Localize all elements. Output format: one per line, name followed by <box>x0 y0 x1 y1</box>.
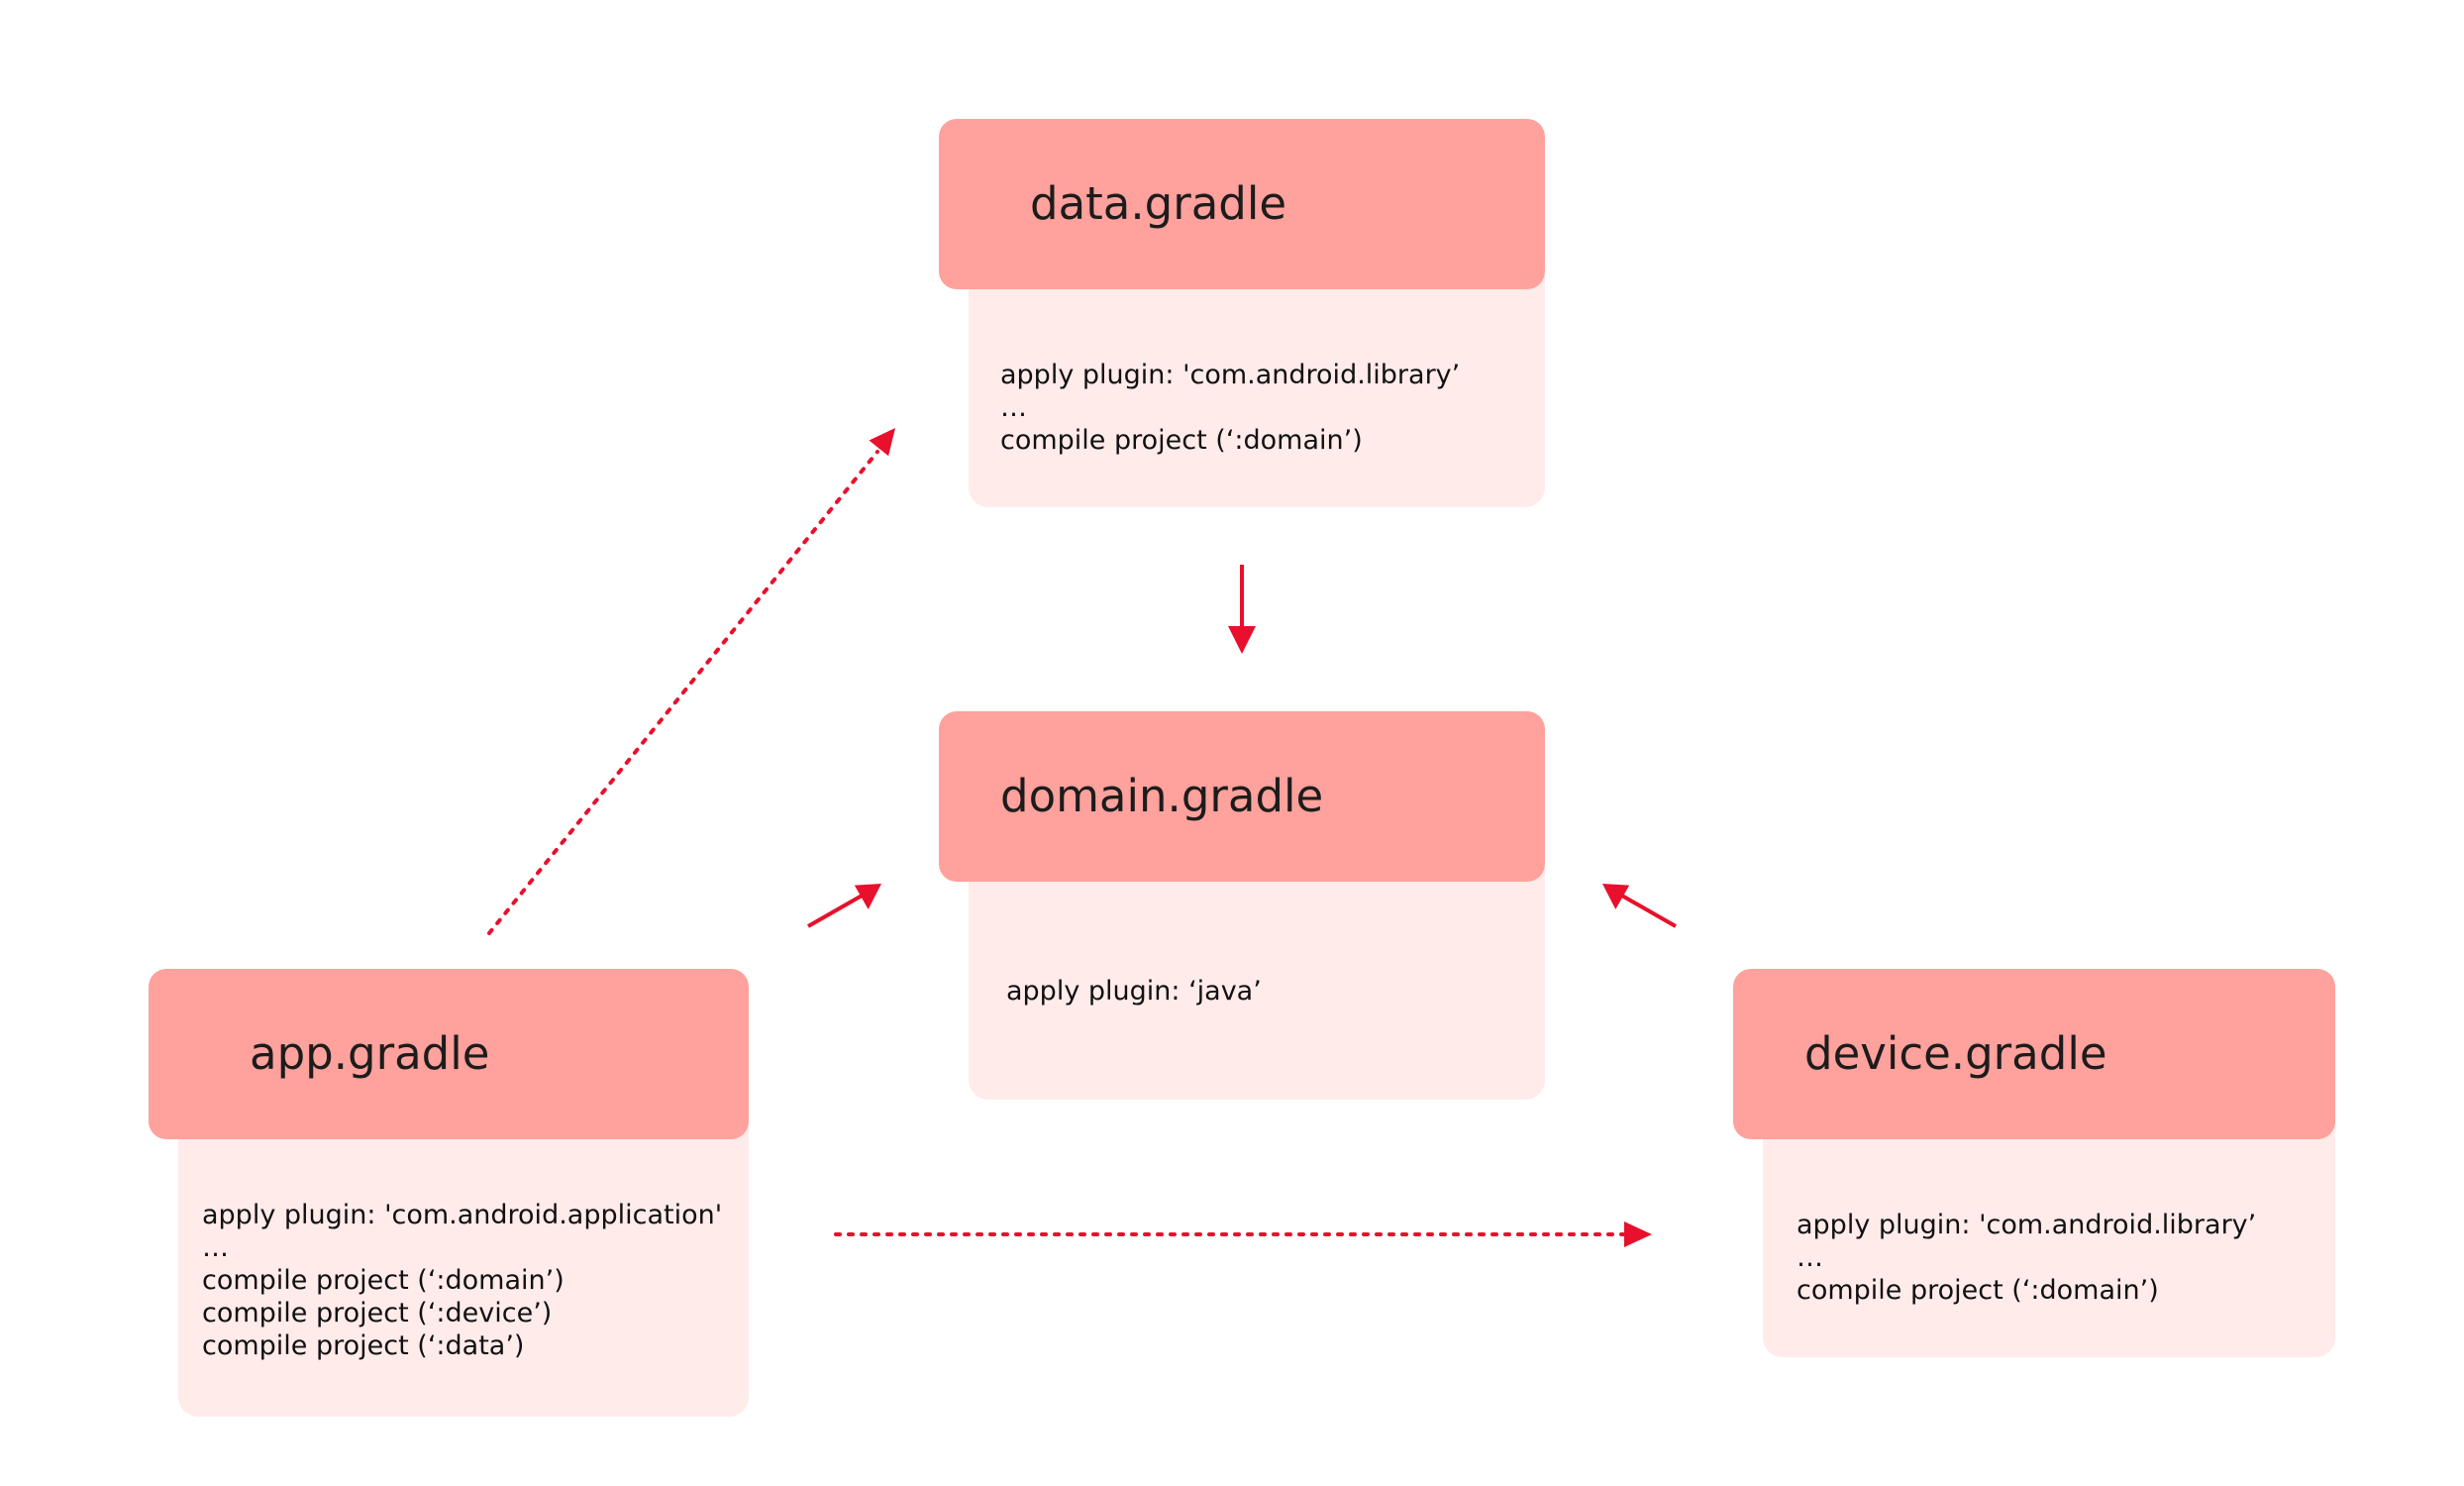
code-line: compile project (‘:domain’) <box>1000 425 1363 456</box>
module-code: apply plugin: 'com.android.library’ … co… <box>1000 359 1460 457</box>
arrowhead <box>1602 884 1630 909</box>
edge-app-to-data <box>487 428 895 935</box>
module-header <box>149 969 749 1139</box>
module-title: data.gradle <box>1030 177 1287 230</box>
module-header <box>1733 969 2335 1139</box>
module-title: app.gradle <box>250 1027 490 1080</box>
code-line: apply plugin: 'com.android.application' <box>202 1200 723 1230</box>
module-body <box>1763 1098 2335 1357</box>
module-app-gradle: app.gradle apply plugin: 'com.android.ap… <box>149 969 749 1417</box>
module-code: apply plugin: 'com.android.library’ … co… <box>1797 1209 2256 1307</box>
edge-device-to-domain <box>1602 884 1677 928</box>
code-line: apply plugin: 'com.android.library’ <box>1000 360 1461 390</box>
module-body <box>969 840 1545 1100</box>
code-line: … <box>1000 392 1027 423</box>
code-line: compile project (‘:device’) <box>202 1298 553 1328</box>
module-header <box>939 119 1545 289</box>
code-line: … <box>1797 1242 1823 1273</box>
module-domain-gradle: domain.gradle apply plugin: ‘java’ <box>939 711 1545 1100</box>
module-title: device.gradle <box>1804 1027 2107 1080</box>
arrowhead <box>854 884 881 909</box>
code-line: compile project (‘:data’) <box>202 1330 525 1361</box>
arrowhead <box>869 428 895 457</box>
code-line: apply plugin: ‘java’ <box>1006 976 1262 1007</box>
module-title: domain.gradle <box>1000 770 1324 822</box>
module-header <box>939 711 1545 882</box>
module-data-gradle: data.gradle apply plugin: 'com.android.l… <box>939 119 1545 507</box>
edge-data-to-domain <box>1228 565 1256 654</box>
code-line: apply plugin: 'com.android.library’ <box>1797 1210 2257 1240</box>
code-line: compile project (‘:domain’) <box>1797 1275 2159 1306</box>
code-line: compile project (‘:domain’) <box>202 1265 565 1296</box>
module-code: apply plugin: 'com.android.application' … <box>202 1199 722 1362</box>
code-line: … <box>202 1232 229 1263</box>
arrowhead <box>1228 626 1256 654</box>
edge-app-to-domain <box>807 884 881 928</box>
module-code: apply plugin: ‘java’ <box>1006 975 1262 1008</box>
edge-app-to-device <box>834 1221 1652 1247</box>
module-body <box>969 248 1545 507</box>
arrowhead <box>1624 1221 1652 1247</box>
module-device-gradle: device.gradle apply plugin: 'com.android… <box>1733 969 2335 1357</box>
module-body <box>178 1098 749 1417</box>
